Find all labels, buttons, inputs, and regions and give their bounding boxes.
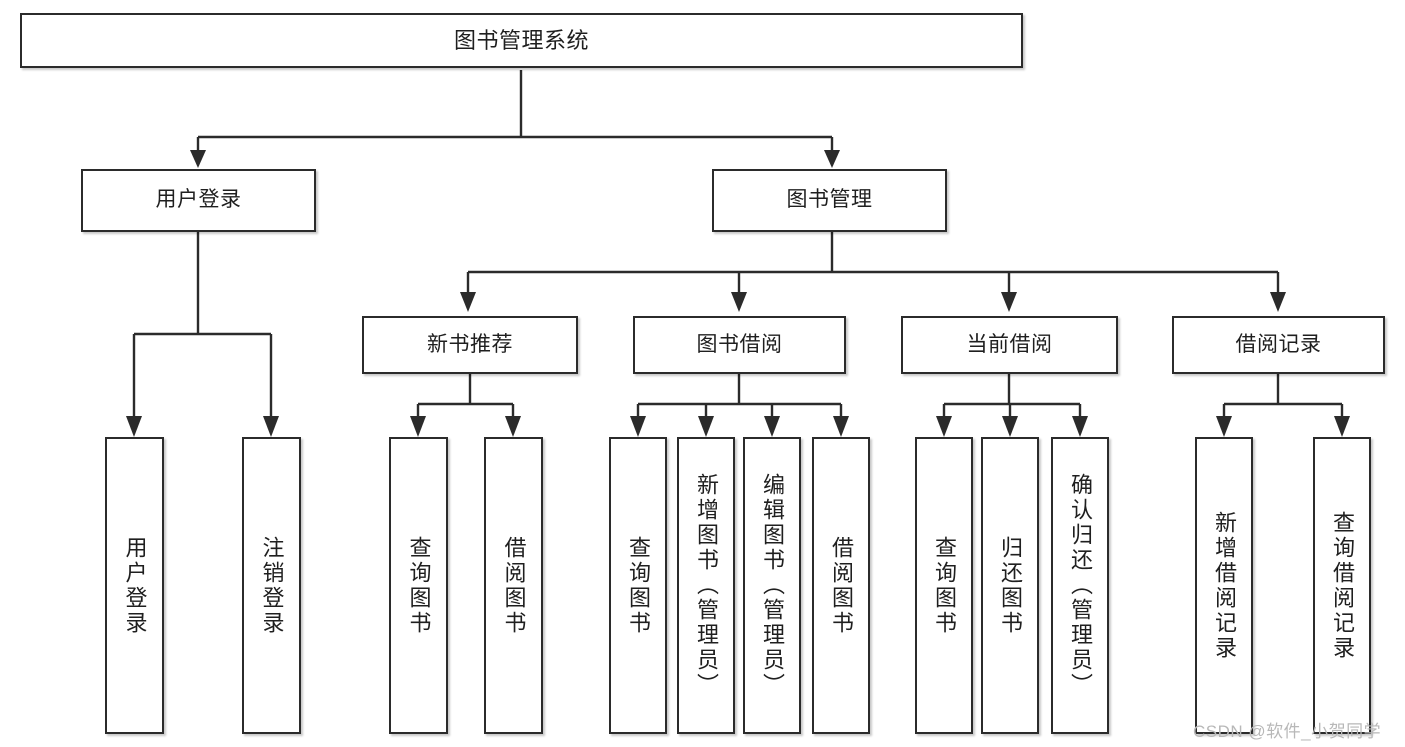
arrow-user-login-child2 bbox=[263, 416, 279, 437]
node-current-borrow[interactable]: 当前借阅 bbox=[901, 316, 1118, 374]
node-current-borrow-label: 当前借阅 bbox=[966, 332, 1053, 356]
node-leaf-newbook-query-book-label: 查询图书 bbox=[406, 535, 432, 636]
arrow-bb-c3 bbox=[764, 416, 780, 437]
node-leaf-confirm-return-admin-label: 确认归还（管理员） bbox=[1068, 473, 1093, 698]
node-new-book-recommend[interactable]: 新书推荐 bbox=[362, 316, 578, 374]
arrow-to-new-book bbox=[460, 292, 476, 312]
node-leaf-return-book-label: 归还图书 bbox=[998, 535, 1023, 636]
node-leaf-newbook-borrow-book-label: 借阅图书 bbox=[501, 535, 527, 636]
arrow-cb-c2 bbox=[1002, 416, 1018, 437]
node-leaf-borrow-book-label: 借阅图书 bbox=[829, 535, 854, 636]
node-leaf-logout-label: 注销登录 bbox=[259, 535, 285, 636]
arrow-cb-c3 bbox=[1072, 416, 1088, 437]
node-leaf-query-borrow-record[interactable]: 查询借阅记录 bbox=[1313, 437, 1371, 734]
arrow-new-book-c2 bbox=[505, 416, 521, 437]
node-new-book-recommend-label: 新书推荐 bbox=[427, 332, 513, 356]
node-leaf-user-login[interactable]: 用户登录 bbox=[105, 437, 164, 734]
arrow-new-book-c1 bbox=[410, 416, 426, 437]
watermark: CSDN @软件_小贺同学 bbox=[1193, 722, 1382, 741]
node-leaf-borrow-query-book-label: 查询图书 bbox=[626, 535, 651, 636]
node-leaf-confirm-return-admin[interactable]: 确认归还（管理员） bbox=[1051, 437, 1109, 734]
node-leaf-newbook-borrow-book[interactable]: 借阅图书 bbox=[484, 437, 543, 734]
node-leaf-edit-book-admin-label: 编辑图书（管理员） bbox=[760, 473, 785, 698]
arrow-to-user-login bbox=[190, 150, 206, 168]
node-leaf-current-query-book[interactable]: 查询图书 bbox=[915, 437, 973, 734]
arrow-cb-c1 bbox=[936, 416, 952, 437]
arrow-to-current-borrow bbox=[1001, 292, 1017, 312]
arrow-bb-c1 bbox=[630, 416, 646, 437]
node-leaf-add-book-admin[interactable]: 新增图书（管理员） bbox=[677, 437, 735, 734]
node-book-management-label: 图书管理 bbox=[786, 188, 873, 212]
arrow-br-c2 bbox=[1334, 416, 1350, 437]
node-leaf-return-book[interactable]: 归还图书 bbox=[981, 437, 1039, 734]
node-borrow-record-label: 借阅记录 bbox=[1235, 332, 1322, 356]
arrow-to-book-mgmt bbox=[824, 150, 840, 168]
arrow-bb-c4 bbox=[833, 416, 849, 437]
arrow-bb-c2 bbox=[698, 416, 714, 437]
arrow-to-book-borrow bbox=[731, 292, 747, 312]
arrow-br-c1 bbox=[1216, 416, 1232, 437]
node-user-login-label: 用户登录 bbox=[155, 188, 242, 212]
node-leaf-add-borrow-record-label: 新增借阅记录 bbox=[1212, 510, 1237, 661]
node-book-borrow-label: 图书借阅 bbox=[696, 332, 783, 356]
node-root-label: 图书管理系统 bbox=[453, 27, 589, 53]
node-book-management[interactable]: 图书管理 bbox=[712, 169, 947, 232]
node-leaf-edit-book-admin[interactable]: 编辑图书（管理员） bbox=[743, 437, 801, 734]
arrow-to-borrow-record bbox=[1270, 292, 1286, 312]
node-leaf-user-login-label: 用户登录 bbox=[122, 535, 148, 636]
node-leaf-borrow-query-book[interactable]: 查询图书 bbox=[609, 437, 667, 734]
node-leaf-add-book-admin-label: 新增图书（管理员） bbox=[694, 473, 719, 698]
node-leaf-add-borrow-record[interactable]: 新增借阅记录 bbox=[1195, 437, 1253, 734]
node-book-borrow[interactable]: 图书借阅 bbox=[633, 316, 846, 374]
node-leaf-newbook-query-book[interactable]: 查询图书 bbox=[389, 437, 448, 734]
node-user-login[interactable]: 用户登录 bbox=[81, 169, 316, 232]
node-leaf-query-borrow-record-label: 查询借阅记录 bbox=[1330, 510, 1355, 661]
node-borrow-record[interactable]: 借阅记录 bbox=[1172, 316, 1385, 374]
node-leaf-borrow-book[interactable]: 借阅图书 bbox=[812, 437, 870, 734]
node-root[interactable]: 图书管理系统 bbox=[20, 13, 1023, 68]
node-leaf-current-query-book-label: 查询图书 bbox=[932, 535, 957, 636]
arrow-user-login-child1 bbox=[126, 416, 142, 437]
node-leaf-logout[interactable]: 注销登录 bbox=[242, 437, 301, 734]
